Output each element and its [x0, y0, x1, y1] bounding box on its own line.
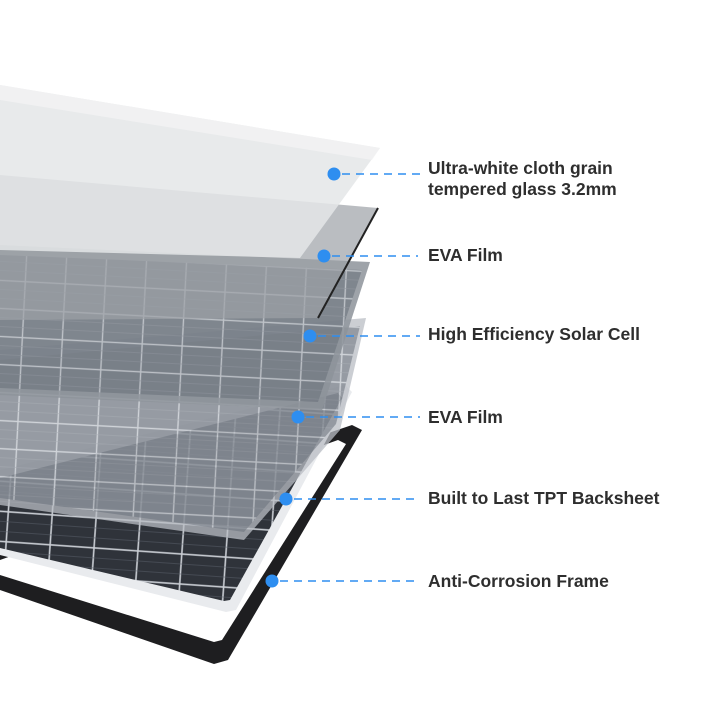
label-solar-cell: High Efficiency Solar Cell — [428, 324, 640, 345]
label-frame-line-1: Anti-Corrosion Frame — [428, 571, 609, 591]
label-eva-top: EVA Film — [428, 245, 503, 266]
label-frame: Anti-Corrosion Frame — [428, 571, 609, 592]
label-eva-top-line-1: EVA Film — [428, 245, 503, 265]
label-glass: Ultra-white cloth grain tempered glass 3… — [428, 158, 617, 200]
label-glass-line-2: tempered glass 3.2mm — [428, 179, 617, 199]
callout-dot-eva-bottom — [291, 410, 305, 424]
callout-leaders — [265, 167, 420, 588]
callout-dot-eva-top — [317, 249, 331, 263]
label-backsheet: Built to Last TPT Backsheet — [428, 488, 659, 509]
callout-dot-backsheet — [279, 492, 293, 506]
callout-dot-solar-cell — [303, 329, 317, 343]
label-glass-line-1: Ultra-white cloth grain — [428, 158, 613, 178]
label-eva-bottom-line-1: EVA Film — [428, 407, 503, 427]
glass-layer — [0, 85, 380, 258]
callout-dot-glass — [327, 167, 341, 181]
label-solar-cell-line-1: High Efficiency Solar Cell — [428, 324, 640, 344]
label-backsheet-line-1: Built to Last TPT Backsheet — [428, 488, 660, 508]
label-eva-bottom: EVA Film — [428, 407, 503, 428]
callout-dot-frame — [265, 574, 279, 588]
